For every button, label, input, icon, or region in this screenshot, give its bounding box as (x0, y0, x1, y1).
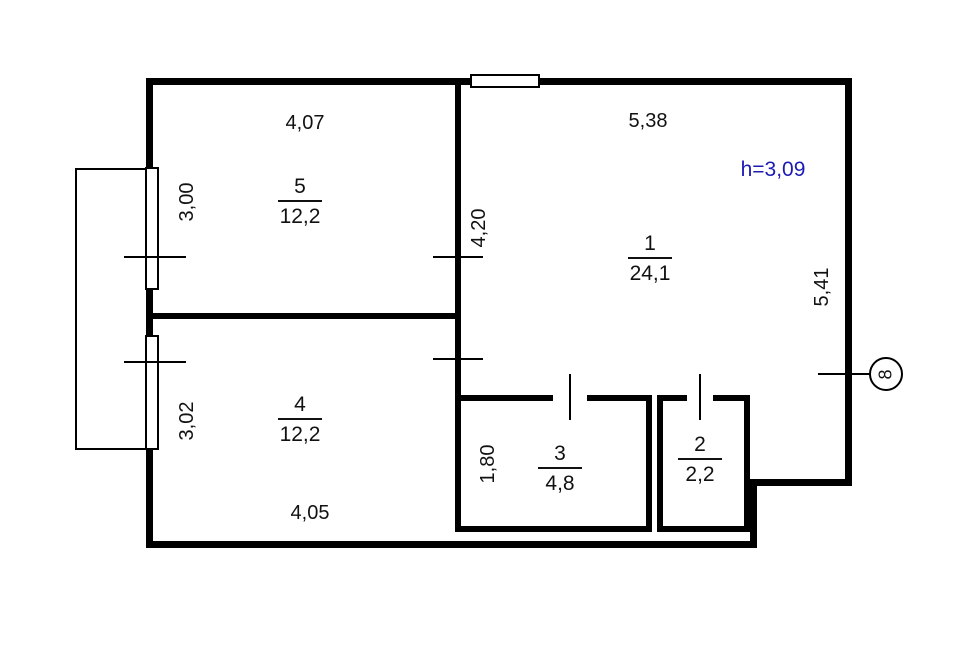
room3-wall-top-right (587, 395, 652, 401)
dim-room3-height: 1,80 (477, 444, 499, 484)
door-tick-room2 (699, 374, 701, 420)
room-label-5: 5 12,2 (240, 175, 360, 229)
window-left-upper (145, 167, 159, 290)
room3-wall-right (646, 395, 652, 532)
dim-room1-width: 5,38 (628, 110, 668, 132)
ceiling-height-label: h=3,09 (740, 158, 806, 181)
outer-wall-right (845, 78, 852, 486)
outer-wall-bottom (146, 541, 757, 548)
dim-room4-width: 4,05 (290, 502, 330, 524)
unit-marker-number: 8 (875, 368, 896, 380)
balcony-outline (75, 168, 147, 450)
room-area: 4,8 (545, 472, 575, 496)
dim-room4-height: 3,02 (176, 401, 198, 441)
door-tick-room3 (569, 374, 571, 420)
outer-wall-top-left-segment (146, 78, 472, 85)
room-label-3: 3 4,8 (500, 442, 620, 496)
interior-wall-vertical-main (455, 78, 461, 401)
interior-wall-room5-room4 (146, 313, 461, 319)
room-label-1: 1 24,1 (590, 232, 710, 286)
dim-room1-right-height: 5,41 (811, 267, 833, 307)
outer-wall-step-horizontal (750, 479, 852, 486)
outer-wall-left-middle-segment (146, 290, 153, 335)
room-area: 12,2 (279, 205, 321, 229)
outer-wall-top-right-segment (538, 78, 852, 85)
room-area: 2,2 (685, 463, 715, 487)
room-number: 2 (678, 433, 722, 461)
room-label-2: 2 2,2 (640, 433, 760, 487)
room2-wall-top-right (713, 395, 750, 401)
dim-room5-height: 3,00 (176, 182, 198, 222)
room-number: 3 (538, 442, 582, 470)
room-number: 5 (278, 175, 322, 203)
door-tick-room4 (433, 358, 483, 360)
window-tick-left-lower (124, 361, 186, 363)
room2-wall-right (744, 395, 750, 532)
room-number: 4 (278, 393, 322, 421)
marker-tick-right-wall (818, 373, 870, 375)
room3-wall-bottom (455, 526, 652, 532)
room-number: 1 (628, 232, 672, 260)
room2-wall-top-left (657, 395, 687, 401)
dim-room1-left-height: 4,20 (468, 208, 490, 248)
window-tick-left-upper (124, 256, 186, 258)
door-tick-room5 (433, 256, 483, 258)
room2-wall-bottom (657, 526, 750, 532)
room3-wall-left (455, 395, 461, 532)
dim-room5-width: 4,07 (285, 112, 325, 134)
outer-wall-step-vertical (750, 479, 757, 548)
room-area: 24,1 (629, 262, 671, 286)
room-area: 12,2 (279, 423, 321, 447)
unit-marker-circle: 8 (869, 357, 903, 391)
outer-wall-left-lower-segment (146, 450, 153, 548)
window-left-lower (145, 335, 159, 450)
room2-wall-left (657, 395, 663, 532)
window-top (470, 74, 540, 88)
outer-wall-left-upper-segment (146, 78, 153, 167)
room3-wall-top-left (455, 395, 553, 401)
room-label-4: 4 12,2 (240, 393, 360, 447)
